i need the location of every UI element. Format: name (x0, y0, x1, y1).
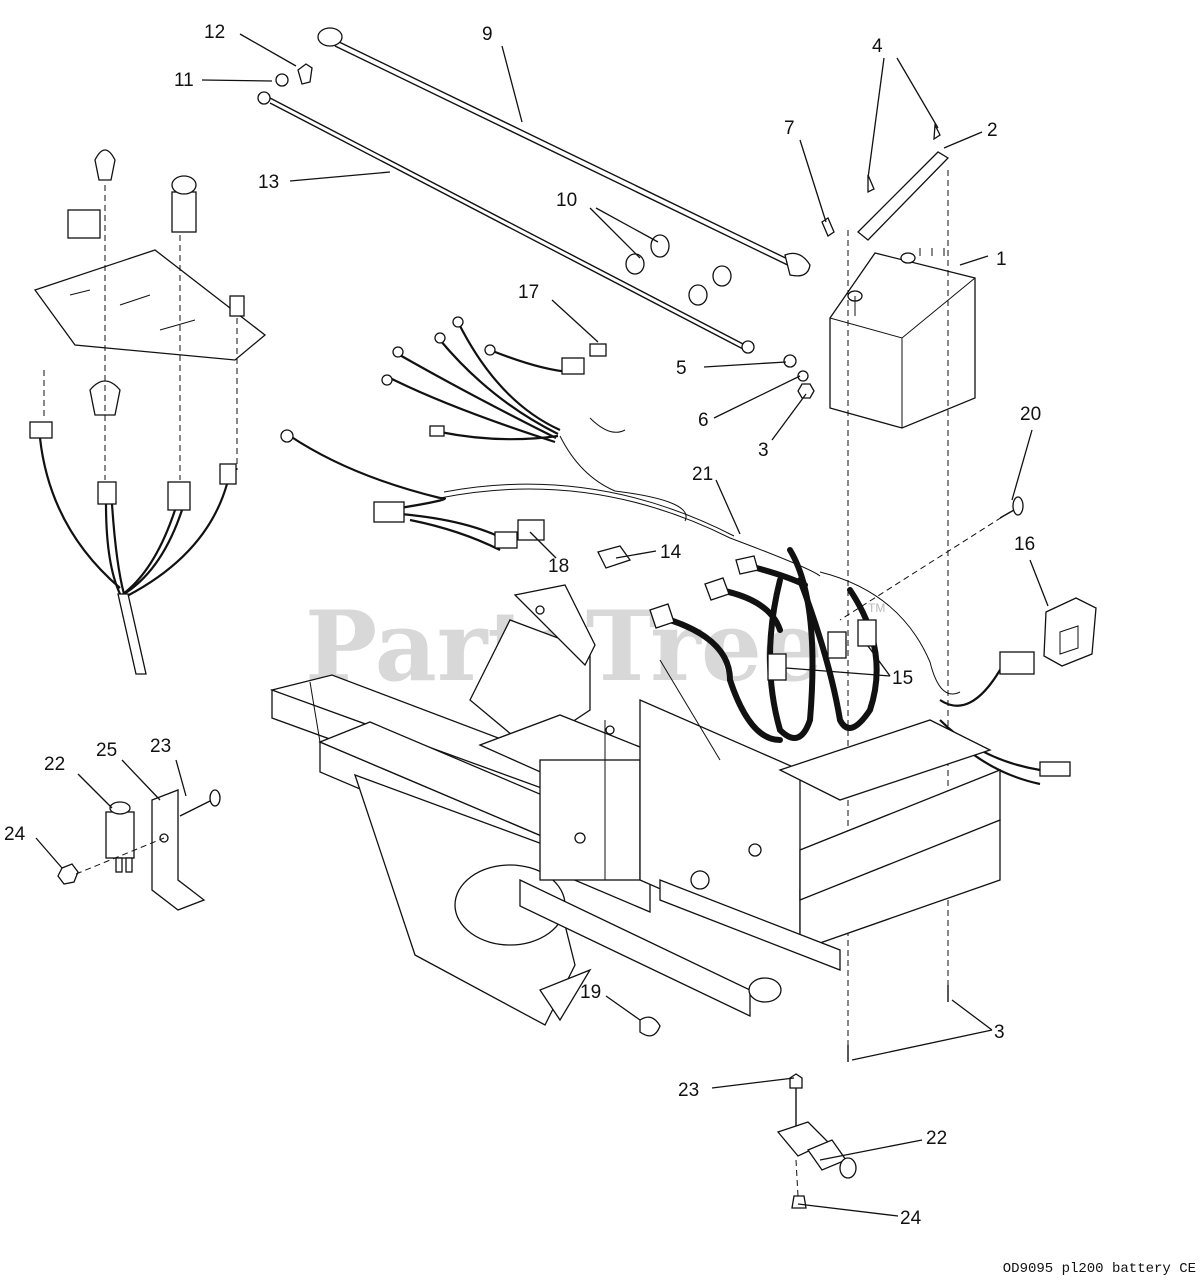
battery (829, 252, 976, 429)
callout-3-bolts: 3 (994, 1022, 1005, 1043)
plug-19 (639, 1016, 661, 1037)
seat-switch-assembly-left (57, 789, 221, 911)
callout-1: 1 (996, 249, 1007, 270)
watermark-trademark: TM (868, 601, 885, 615)
lock-washer-6 (797, 370, 809, 382)
callout-20: 20 (1020, 404, 1041, 425)
callout-11: 11 (174, 70, 194, 91)
callout-2: 2 (987, 120, 998, 141)
callout-4: 4 (872, 36, 883, 57)
callout-24-bottom: 24 (900, 1208, 922, 1229)
battery-hold-down (857, 122, 950, 256)
callout-25: 25 (96, 740, 117, 761)
bolt-7 (821, 217, 835, 237)
callout-23-left: 23 (150, 736, 171, 757)
callout-9: 9 (482, 24, 493, 45)
wiring-harness-main (280, 429, 1071, 786)
relay-14 (597, 545, 632, 569)
callout-22-bottom: 22 (926, 1128, 947, 1149)
washer-5 (783, 354, 797, 368)
seat-switch-assembly-bottom (776, 1073, 857, 1209)
terminal-boots (625, 234, 732, 306)
callout-6: 6 (698, 410, 709, 431)
callout-7: 7 (784, 118, 795, 139)
tractor-frame (269, 584, 1001, 1026)
bolt-20 (999, 496, 1024, 519)
hex-bolt (297, 63, 313, 85)
lock-washer (275, 73, 289, 87)
starter-solenoid (1043, 597, 1097, 667)
callout-15: 15 (892, 668, 913, 689)
callout-13: 13 (258, 172, 279, 193)
callout-14: 14 (660, 542, 682, 563)
callout-22-left: 22 (44, 754, 65, 775)
callout-16: 16 (1014, 534, 1035, 555)
callout-24-left: 24 (4, 824, 26, 845)
callout-19: 19 (580, 982, 601, 1003)
callout-3-nut: 3 (758, 440, 769, 461)
drawing-code: OD9095 pl200 battery CE (1003, 1261, 1196, 1277)
callout-23-bottom: 23 (678, 1080, 699, 1101)
callout-leaders (35, 33, 1049, 1217)
callout-18: 18 (548, 556, 569, 577)
wiring-harness-small (381, 316, 687, 522)
connector-brackets-15 (767, 619, 877, 681)
centerline-bolt (839, 511, 1011, 621)
callout-10: 10 (556, 190, 577, 211)
battery-cable-positive (317, 27, 811, 277)
battery-cable-negative (257, 91, 755, 354)
callout-17: 17 (518, 282, 539, 303)
callout-21: 21 (692, 464, 713, 485)
callout-5: 5 (676, 358, 687, 379)
hex-nut-3 (797, 383, 815, 399)
callout-12: 12 (204, 22, 225, 43)
switch-panel-assembly (29, 149, 267, 675)
